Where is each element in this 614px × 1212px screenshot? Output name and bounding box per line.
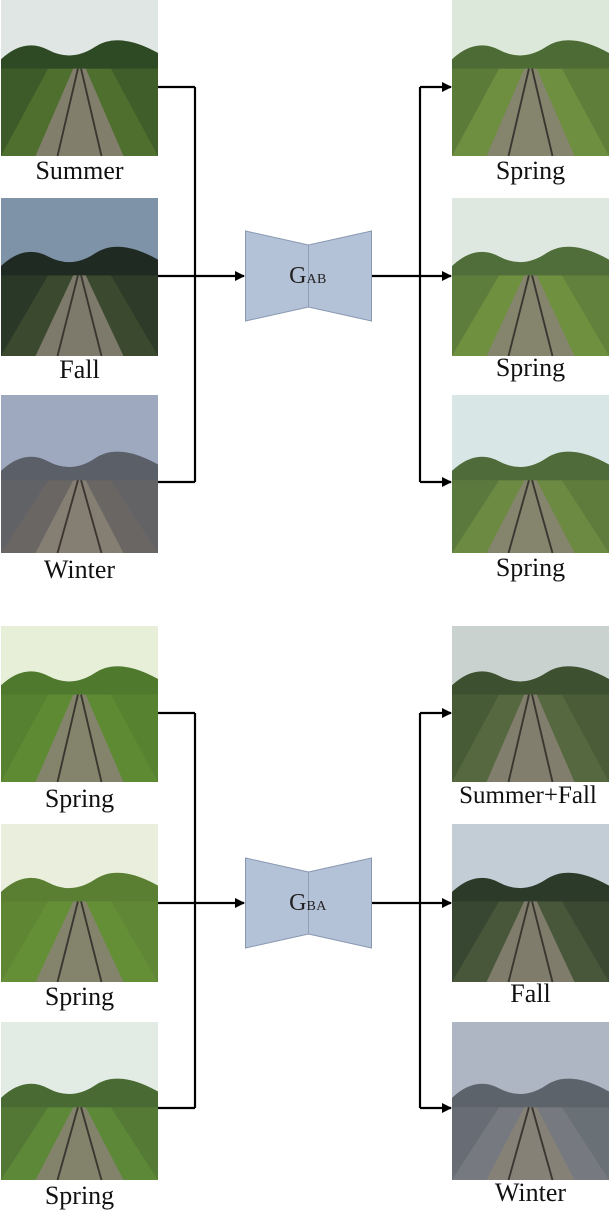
bottom-output-photo-3 xyxy=(452,1022,609,1180)
railway-scene xyxy=(1,824,158,982)
railway-scene xyxy=(452,198,609,356)
generator-ba-letter: G xyxy=(289,890,307,916)
railway-scene xyxy=(452,626,609,782)
top-output-photo-1 xyxy=(452,0,609,156)
railway-scene xyxy=(1,626,158,782)
bottom-output-caption-3: Winter xyxy=(494,1178,567,1207)
top-output-caption-2: Spring xyxy=(495,353,566,382)
generator-ba-subscript: BA xyxy=(306,899,327,914)
top-input-caption-summer: Summer xyxy=(35,156,124,185)
top-output-photo-2 xyxy=(452,198,609,356)
generator-ba-label: GBA xyxy=(268,891,348,915)
top-output-photo-3 xyxy=(452,395,609,553)
bottom-output-photo-1 xyxy=(452,626,609,782)
bottom-input-caption-3: Spring xyxy=(44,1181,115,1210)
top-input-photo-summer xyxy=(1,0,158,156)
top-input-photo-fall xyxy=(1,198,158,356)
top-output-caption-1: Spring xyxy=(495,156,566,185)
railway-scene xyxy=(452,824,609,982)
railway-scene xyxy=(1,1022,158,1180)
bottom-output-caption-1: Summer+Fall xyxy=(459,782,597,809)
railway-scene xyxy=(452,0,609,156)
top-input-photo-winter xyxy=(1,395,158,553)
bottom-output-caption-2: Fall xyxy=(510,979,551,1008)
generator-ab-letter: G xyxy=(289,263,307,289)
bottom-input-photo-3 xyxy=(1,1022,158,1180)
top-output-caption-3: Spring xyxy=(495,553,566,582)
top-input-caption-fall: Fall xyxy=(59,355,100,384)
bottom-input-caption-2: Spring xyxy=(44,982,115,1011)
generator-ab-subscript: AB xyxy=(306,272,327,287)
railway-scene xyxy=(1,198,158,356)
bottom-input-photo-1 xyxy=(1,626,158,782)
railway-scene xyxy=(1,0,158,156)
generator-ab-label: GAB xyxy=(268,264,348,288)
top-input-caption-winter: Winter xyxy=(43,555,116,584)
railway-scene xyxy=(452,395,609,553)
railway-scene xyxy=(452,1022,609,1180)
bottom-input-caption-1: Spring xyxy=(44,784,115,813)
bottom-output-photo-2 xyxy=(452,824,609,982)
railway-scene xyxy=(1,395,158,553)
bottom-input-photo-2 xyxy=(1,824,158,982)
